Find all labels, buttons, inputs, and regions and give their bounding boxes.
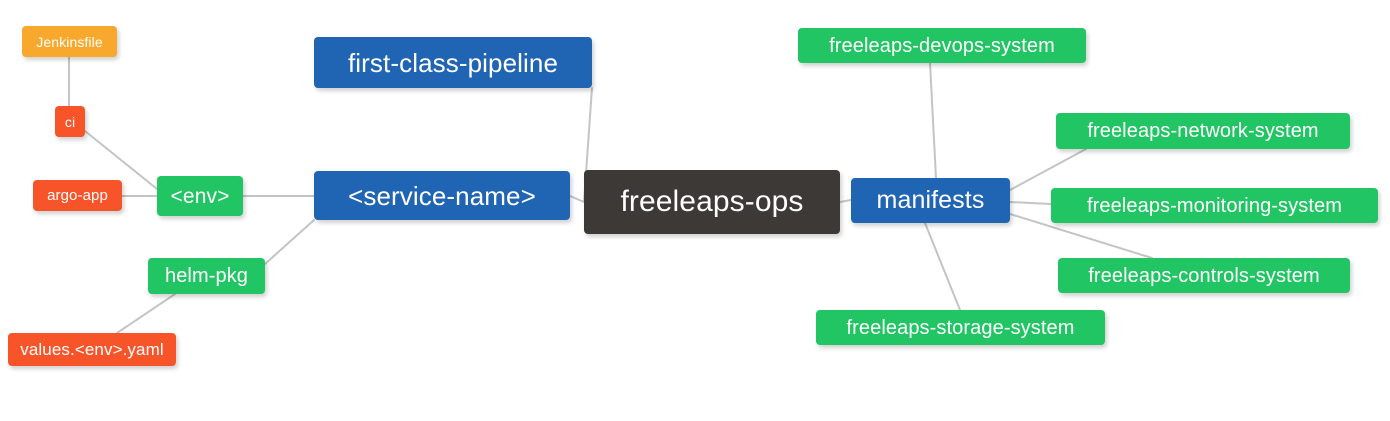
- mindmap-node-argo-app[interactable]: argo-app: [33, 180, 122, 211]
- mindmap-node-ci[interactable]: ci: [55, 106, 85, 137]
- mindmap-node-label: freeleaps-monitoring-system: [1086, 194, 1342, 217]
- mindmap-node-label: freeleaps-devops-system: [829, 34, 1055, 57]
- mindmap-node-root[interactable]: freeleaps-ops: [584, 170, 840, 234]
- edge-root-service: [569, 195, 585, 203]
- mindmap-node-label: values.<env>.yaml: [20, 340, 164, 359]
- edge-manifests-devops: [929, 62, 937, 179]
- mindmap-node-service-name[interactable]: <service-name>: [314, 171, 570, 220]
- mindmap-node-label: <env>: [170, 184, 230, 208]
- mindmap-node-env[interactable]: <env>: [157, 176, 243, 216]
- mindmap-node-devops-system[interactable]: freeleaps-devops-system: [798, 28, 1086, 63]
- mindmap-node-label: first-class-pipeline: [347, 47, 559, 78]
- mindmap-node-first-class-pipeline[interactable]: first-class-pipeline: [314, 37, 592, 88]
- edge-manifests-storage: [924, 222, 961, 311]
- edge-service-helm: [264, 219, 315, 265]
- edge-root-manifests: [839, 199, 852, 203]
- mindmap-node-label: manifests: [876, 186, 985, 214]
- mindmap-node-manifests[interactable]: manifests: [851, 178, 1010, 223]
- mindmap-node-label: freeleaps-ops: [620, 185, 804, 218]
- mindmap-node-jenkinsfile[interactable]: Jenkinsfile: [22, 26, 117, 57]
- mindmap-node-label: <service-name>: [348, 180, 536, 211]
- edge-manifests-network: [1009, 148, 1087, 191]
- mindmap-node-label: Jenkinsfile: [36, 33, 103, 50]
- mindmap-node-label: ci: [64, 113, 76, 130]
- mindmap-node-label: freeleaps-controls-system: [1088, 264, 1320, 287]
- mindmap-node-controls-system[interactable]: freeleaps-controls-system: [1058, 258, 1350, 293]
- mindmap-node-values-yaml[interactable]: values.<env>.yaml: [8, 333, 176, 366]
- mindmap-node-label: argo-app: [47, 187, 108, 204]
- mindmap-node-label: helm-pkg: [164, 265, 249, 287]
- mindmap-node-label: freeleaps-network-system: [1087, 120, 1319, 142]
- mindmap-node-storage-system[interactable]: freeleaps-storage-system: [816, 310, 1105, 345]
- mindmap-node-network-system[interactable]: freeleaps-network-system: [1056, 113, 1350, 149]
- mindmap-node-label: freeleaps-storage-system: [846, 316, 1075, 339]
- edge-helm-values: [116, 293, 176, 334]
- mindmap-node-helm-pkg[interactable]: helm-pkg: [148, 258, 265, 294]
- mindmap-node-monitoring-system[interactable]: freeleaps-monitoring-system: [1051, 188, 1378, 223]
- edge-manifests-monitoring: [1009, 201, 1052, 205]
